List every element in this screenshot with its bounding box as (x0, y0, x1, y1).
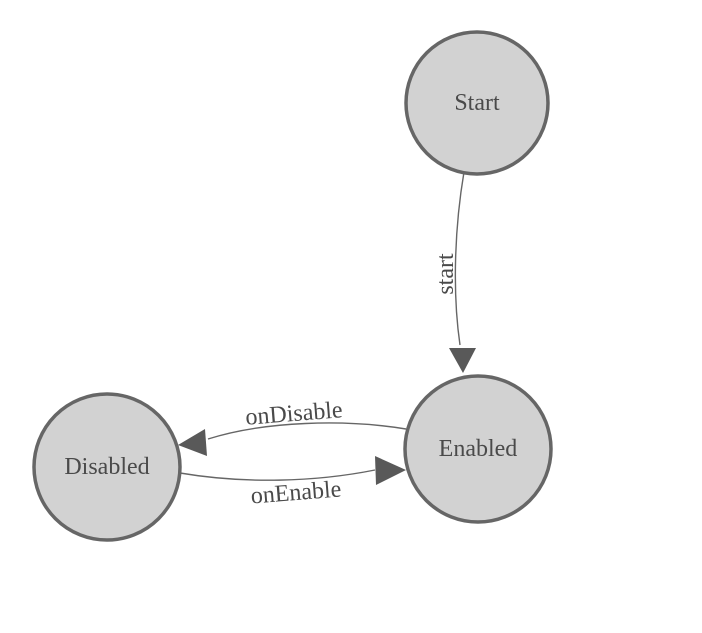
arrowhead-start-to-enabled (449, 348, 476, 373)
edge-label-onenable: onEnable (250, 476, 342, 509)
state-node-enabled-circle[interactable] (403, 374, 553, 524)
arrowhead-enabled-to-disabled (178, 429, 207, 456)
edge-enabled-to-disabled: onDisable (178, 397, 407, 456)
edge-line-disabled-to-enabled (179, 469, 376, 481)
state-node-enabled[interactable]: Enabled (403, 374, 553, 524)
edge-line-start-to-enabled (454, 171, 465, 346)
edge-line-enabled-to-disabled (207, 422, 407, 440)
edge-start-to-enabled: start (433, 171, 476, 373)
edge-label-ondisable: onDisable (244, 397, 343, 431)
state-node-disabled[interactable]: Disabled (32, 392, 182, 542)
edge-label-start: start (433, 253, 459, 295)
edge-disabled-to-enabled: onEnable (179, 456, 406, 510)
state-node-disabled-circle[interactable] (32, 392, 182, 542)
state-node-start[interactable]: Start (404, 30, 550, 176)
state-node-start-circle[interactable] (404, 30, 550, 176)
arrowhead-disabled-to-enabled (375, 456, 406, 485)
